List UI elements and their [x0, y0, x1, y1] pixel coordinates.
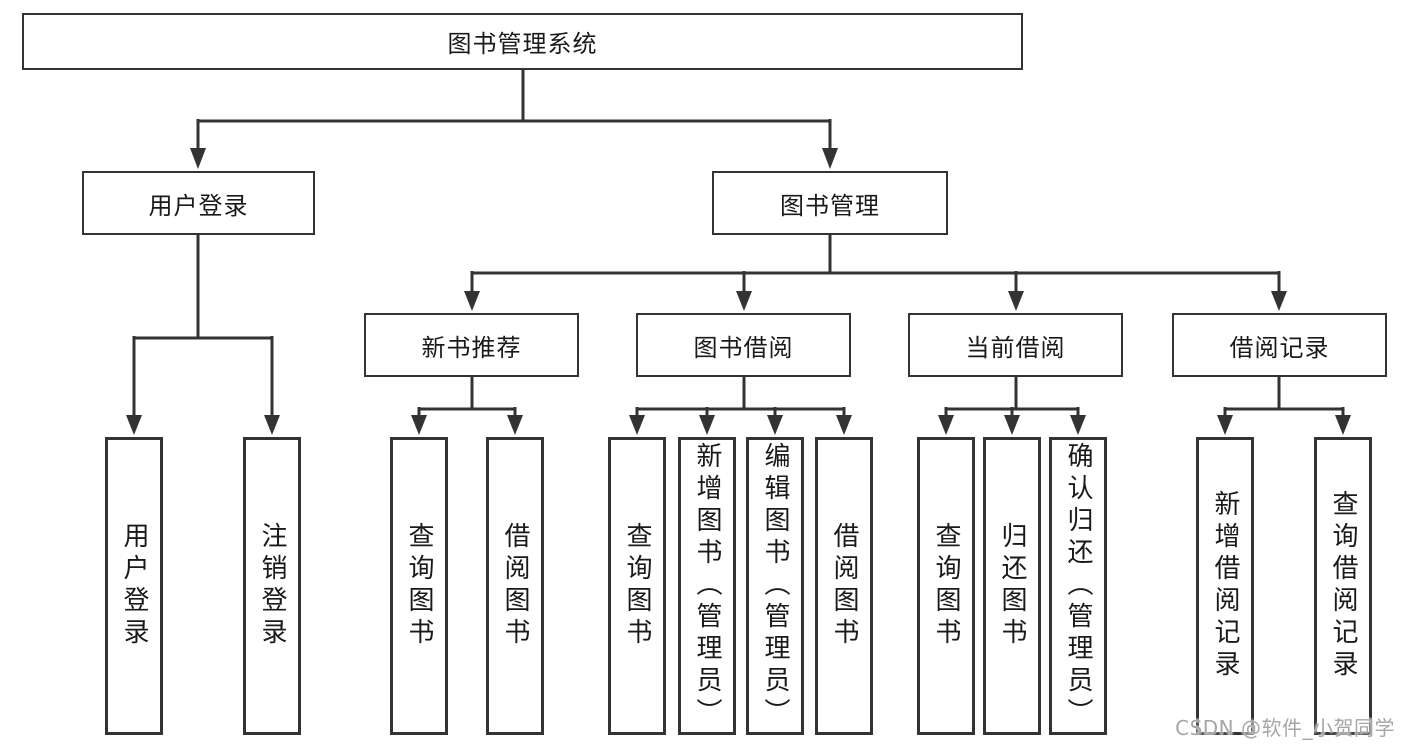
node-user-login: 用户登录 [82, 171, 315, 235]
node-book-borrow: 图书借阅 [636, 313, 851, 377]
leaf-query-books-borrow: 查询图书 [608, 437, 666, 735]
leaf-borrow-books: 借阅图书 [815, 437, 873, 735]
leaf-return-books: 归还图书 [983, 437, 1041, 735]
leaf-add-borrow-record: 新增借阅记录 [1196, 437, 1254, 735]
leaf-edit-book-admin: 编辑图书（管理员） [746, 437, 804, 735]
node-new-book-recommend: 新书推荐 [364, 313, 579, 377]
node-borrow-records: 借阅记录 [1172, 313, 1387, 377]
node-root: 图书管理系统 [22, 13, 1023, 70]
leaf-query-books-current: 查询图书 [917, 437, 975, 735]
leaf-user-login: 用户登录 [105, 437, 163, 735]
leaf-borrow-books-recommend: 借阅图书 [486, 437, 544, 735]
leaf-logout: 注销登录 [243, 437, 301, 735]
leaf-query-books-recommend: 查询图书 [390, 437, 448, 735]
leaf-add-book-admin: 新增图书（管理员） [678, 437, 736, 735]
leaf-query-borrow-record: 查询借阅记录 [1314, 437, 1372, 735]
node-current-borrow: 当前借阅 [908, 313, 1123, 377]
csdn-watermark: CSDN @软件_小贺同学 [1175, 716, 1395, 740]
leaf-confirm-return-admin: 确认归还（管理员） [1049, 437, 1107, 735]
node-book-management: 图书管理 [712, 171, 948, 235]
